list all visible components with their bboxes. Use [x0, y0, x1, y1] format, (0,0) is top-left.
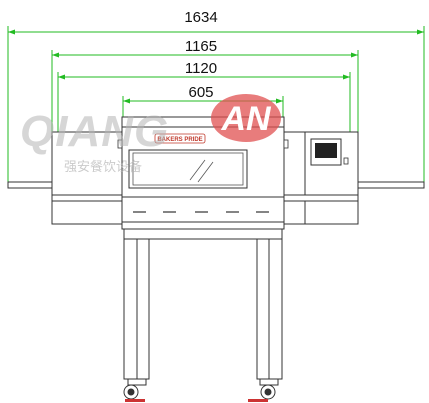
brand-badge: BAKERS PRIDE: [154, 133, 206, 144]
watermark: QIANG AN 强安餐饮设备: [20, 94, 281, 174]
conveyor-right-extension: [352, 181, 425, 189]
dim-label-frame: 1120: [185, 60, 217, 77]
dim-label-body: 1165: [185, 38, 217, 55]
door-hinges: [117, 139, 289, 149]
watermark-brand-suffix: AN: [220, 100, 272, 138]
control-display-screen: [315, 143, 337, 158]
watermark-chinese-text: 强安餐饮设备: [64, 159, 142, 174]
left-side-panel: [51, 131, 123, 225]
watermark-brand-prefix: QIANG: [20, 107, 169, 156]
watermark-logo-circle: [211, 94, 281, 142]
caster-left-mount: [127, 378, 147, 386]
oven-stand: [123, 228, 283, 380]
conveyor-left-extension: [7, 181, 55, 189]
brand-badge-text: BAKERS PRIDE: [157, 137, 202, 143]
stand-top-rail: [123, 228, 283, 240]
dim-label-overall: 1634: [184, 9, 217, 26]
control-panel: [310, 138, 349, 166]
dim-label-belt: 605: [188, 84, 213, 101]
dimension-arrows: [8, 29, 424, 104]
power-switch-icon: [343, 157, 349, 165]
caster-right-mount: [259, 378, 279, 386]
oven-door-window: [128, 149, 248, 189]
casters: [123, 378, 279, 402]
